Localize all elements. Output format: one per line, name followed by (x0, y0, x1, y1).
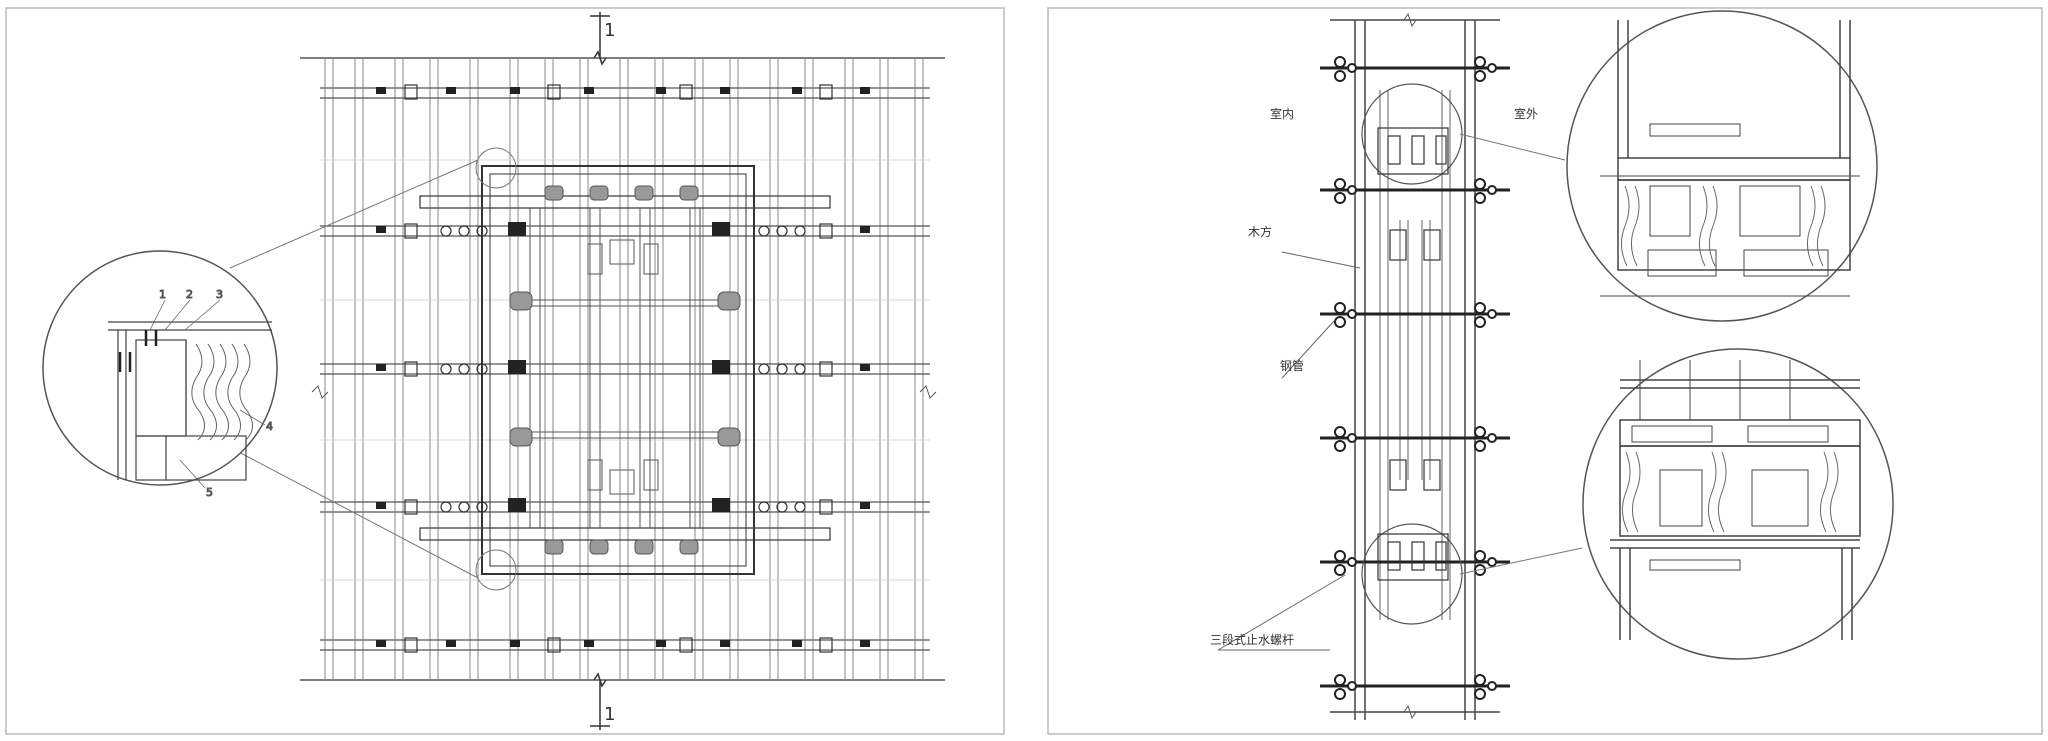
column-clamps (508, 222, 730, 512)
label-steel-pipe: 钢管 (1280, 358, 1304, 373)
section-view (1217, 10, 1894, 720)
inner-studs (1379, 90, 1451, 620)
detail-leaders (229, 159, 479, 579)
wall-detail-bottom (1361, 523, 1463, 625)
break-marks (311, 385, 937, 399)
horizontal-walers (320, 87, 930, 651)
corner-detail-circle: 1 2 3 4 5 (42, 250, 278, 500)
wall-detail-blocks (1377, 127, 1449, 581)
section-mark-top: 1 (604, 20, 615, 41)
plan-view: 1 1 (42, 12, 945, 730)
tie-rods (1320, 66, 1510, 688)
callout-1: 1 (159, 288, 166, 301)
corner-marker-top (475, 147, 517, 189)
column-corner-pads (509, 185, 741, 555)
label-wood: 木方 (1248, 224, 1272, 239)
column-inner-members (520, 208, 730, 528)
tie-nuts (1334, 56, 1497, 700)
column-formwork (419, 165, 831, 575)
section-mark-bottom: 1 (604, 704, 615, 725)
waler-clips (404, 84, 833, 653)
wall-lines (1330, 19, 1500, 720)
label-inside: 室内 (1270, 106, 1294, 121)
right-panel-frame (1047, 7, 2043, 735)
enlarged-detail-bottom (1582, 348, 1894, 660)
label-outside: 室外 (1514, 106, 1538, 121)
column-small-bolts (440, 225, 806, 513)
wall-detail-top (1361, 83, 1463, 185)
wall-break-marks (1403, 12, 1417, 720)
callout-4: 4 (266, 420, 273, 433)
left-panel-frame (5, 7, 1005, 735)
corner-marker-bottom (475, 549, 517, 591)
label-leaders (1217, 251, 1361, 651)
wall-detail-leaders (1459, 133, 1583, 575)
label-bolt: 三段式止水螺杆 (1210, 632, 1294, 647)
callout-5: 5 (206, 486, 213, 499)
faint-gridlines (320, 159, 930, 581)
vertical-studs (324, 58, 924, 680)
enlarged-detail-top (1566, 10, 1878, 322)
callout-3: 3 (216, 288, 223, 301)
panel-frames (5, 7, 2043, 735)
waler-bolts (376, 87, 870, 647)
section-line (590, 12, 610, 730)
callout-2: 2 (186, 288, 193, 301)
